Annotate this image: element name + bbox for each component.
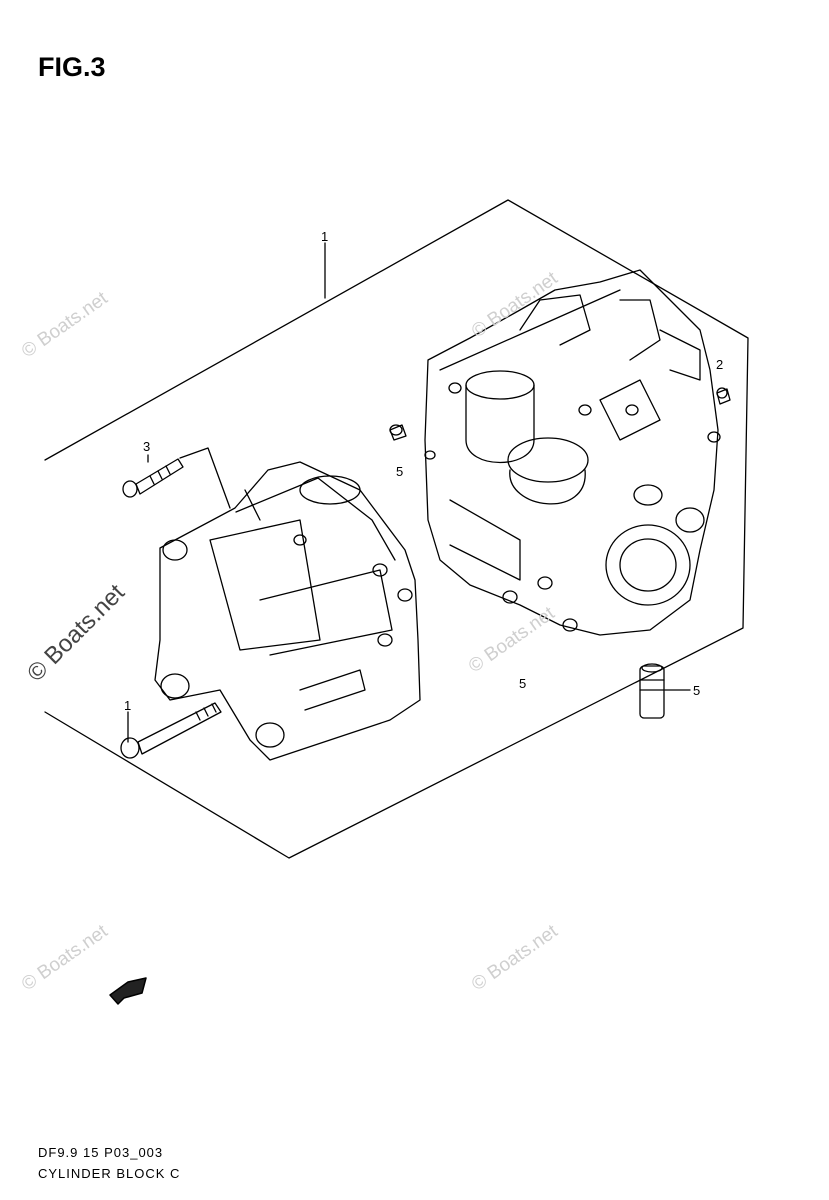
- fwd-arrow-icon: [109, 977, 147, 1005]
- bolt-part-1: [120, 702, 222, 759]
- callout-3: 3: [143, 439, 151, 454]
- bolt-part-3: [122, 458, 184, 498]
- dowel-pin-right: [716, 387, 731, 405]
- crankcase-casting: [154, 461, 421, 761]
- cylinder-block-casting: [424, 269, 721, 636]
- callout-2: 2: [716, 357, 724, 372]
- diagram-code: DF9.9 15 P03_003: [38, 1145, 164, 1160]
- diagram-caption: CYLINDER BLOCK C: [38, 1166, 181, 1181]
- callout-1-bottom: 1: [124, 698, 132, 713]
- dowel-pin-left: [389, 424, 407, 441]
- callout-1-top: 1: [321, 229, 329, 244]
- sensor-part-5: [639, 663, 665, 719]
- figure-title: FIG.3: [38, 52, 106, 82]
- callout-5-right: 5: [693, 683, 701, 698]
- assembly-frame: [44, 199, 749, 859]
- callout-5-mid: 5: [396, 464, 404, 479]
- callout-5-bottom: 5: [519, 676, 527, 691]
